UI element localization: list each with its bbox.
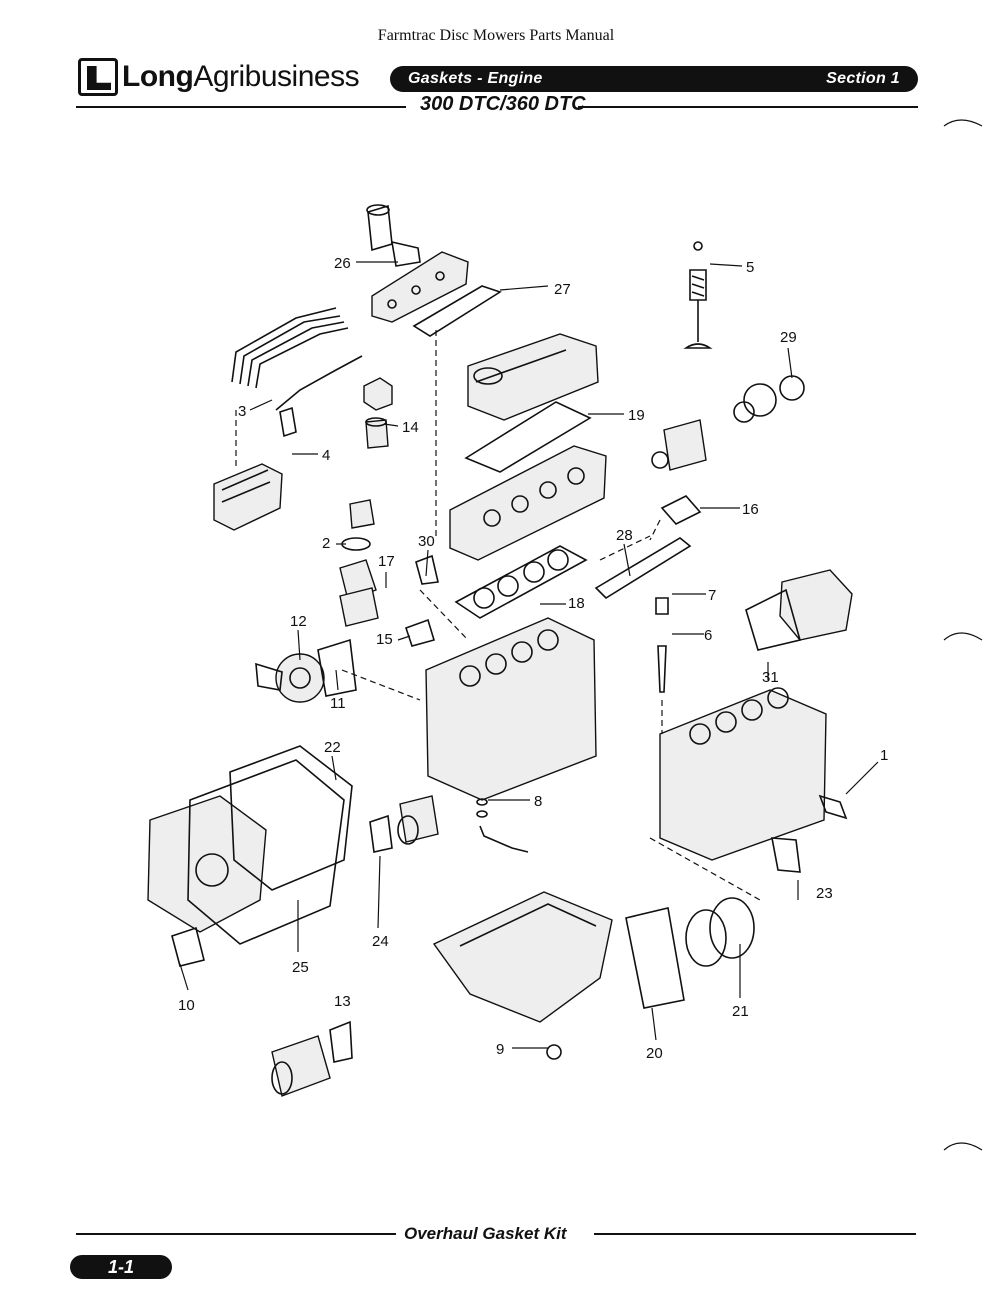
callout-label: 21: [732, 1003, 749, 1020]
water-outlet-gasket-part: [415, 554, 439, 585]
callout-label: 15: [376, 631, 393, 648]
callout-label: 8: [534, 793, 542, 810]
model-title: 300 DTC/360 DTC: [420, 93, 586, 115]
flywheel-housing-part: [745, 569, 853, 651]
logo-mark-icon: [78, 58, 118, 96]
footer-rule-left: [76, 1233, 396, 1235]
assembly-line: [649, 837, 761, 901]
fuel-filter-part: [363, 377, 393, 449]
engine-block-assembled-part: [659, 687, 848, 861]
water-pump-drive-part: [651, 375, 805, 471]
gear-case-part: [147, 795, 267, 933]
timing-cover-gasket-part: [229, 745, 353, 891]
starter-gasket-part: [329, 1020, 353, 1063]
callout-label: 30: [418, 533, 435, 550]
head-gasket-part: [454, 545, 588, 619]
valve-cover-gasket-part: [464, 401, 592, 473]
callout-label: 9: [496, 1041, 504, 1058]
binder-hole-mark: [943, 119, 983, 127]
callout-label: 25: [292, 959, 309, 976]
starter-motor-part: [271, 1035, 331, 1097]
rear-bracket-part: [771, 837, 801, 873]
header-rule-left: [76, 106, 406, 108]
brand-name: LongAgribusiness: [122, 60, 360, 94]
callout-label: 13: [334, 993, 351, 1010]
callout-label: 28: [616, 527, 633, 544]
callout-label: 3: [238, 403, 246, 420]
callout-label: 5: [746, 259, 754, 276]
valve-spring-part: [683, 241, 713, 349]
assembly-line: [649, 519, 661, 541]
gear-case-gasket-part: [187, 759, 345, 945]
binder-hole-mark: [943, 1142, 983, 1151]
section-label: Section 1: [826, 70, 900, 87]
callout-label: 7: [708, 587, 716, 604]
callout-label: 18: [568, 595, 585, 612]
injection-pump-part: [213, 463, 283, 531]
callout-label: 20: [646, 1045, 663, 1062]
callout-label: 12: [290, 613, 307, 630]
oil-pan-part: [432, 891, 613, 1023]
header-rule-right: [578, 106, 918, 108]
document-title: Farmtrac Disc Mowers Parts Manual: [377, 27, 615, 44]
assembly-line: [341, 669, 421, 701]
callout-label: 2: [322, 535, 330, 552]
callout-label: 17: [378, 553, 395, 570]
intake-elbow-part: [366, 204, 421, 267]
water-pump-part: [255, 653, 325, 703]
callout-label: 16: [742, 501, 759, 518]
valve-cover-part: [467, 333, 599, 421]
section-header-bar: Gaskets - Engine Section 1: [390, 66, 918, 92]
inlet-cover-gasket-part: [404, 618, 436, 647]
rear-plate-gasket-part: [625, 907, 685, 1009]
seal-housing-part: [369, 795, 439, 853]
footer-rule-right: [594, 1233, 916, 1235]
callout-label: 11: [330, 695, 346, 712]
brand-logo: LongAgribusiness: [78, 58, 360, 96]
callout-label: 26: [334, 255, 351, 272]
pto-cover-gasket-part: [171, 926, 205, 967]
page-number-badge: 1-1: [70, 1255, 172, 1279]
injector-lines-part: [231, 307, 363, 411]
oil-pressure-switch-part: [655, 597, 669, 693]
brand-name-bold: Long: [122, 60, 194, 93]
callout-label: 31: [762, 669, 779, 686]
callout-label: 19: [628, 407, 645, 424]
callout-label: 10: [178, 997, 195, 1014]
callout-label: 14: [402, 419, 419, 436]
thermostat-cover-gasket-part: [660, 495, 702, 525]
callout-label: 4: [322, 447, 330, 464]
water-pump-gasket-part: [317, 638, 357, 697]
manifold-gasket-part: [412, 285, 502, 337]
callout-label: 23: [816, 885, 833, 902]
drain-plug-part: [546, 1044, 562, 1060]
callout-label: 6: [704, 627, 712, 644]
engine-block-part: [425, 617, 597, 801]
callout-label: 29: [780, 329, 797, 346]
callout-label: 27: [554, 281, 571, 298]
cylinder-head-part: [449, 445, 607, 561]
dipstick-tube-part: [476, 798, 529, 853]
exhaust-manifold-gasket-part: [594, 537, 692, 600]
binder-hole-mark: [943, 632, 983, 641]
injector-nozzle-part: [279, 406, 297, 438]
callout-label: 1: [880, 747, 888, 764]
intake-manifold-part: [371, 251, 469, 323]
footer-title: Overhaul Gasket Kit: [404, 1224, 567, 1243]
assembly-line: [419, 589, 469, 641]
callout-label: 24: [372, 933, 389, 950]
thermostat-housing-part: [339, 499, 379, 627]
brand-name-regular: Agribusiness: [193, 60, 360, 93]
section-name: Gaskets - Engine: [408, 70, 543, 87]
callout-label: 22: [324, 739, 341, 756]
rear-seal-retainer-part: [685, 897, 755, 967]
